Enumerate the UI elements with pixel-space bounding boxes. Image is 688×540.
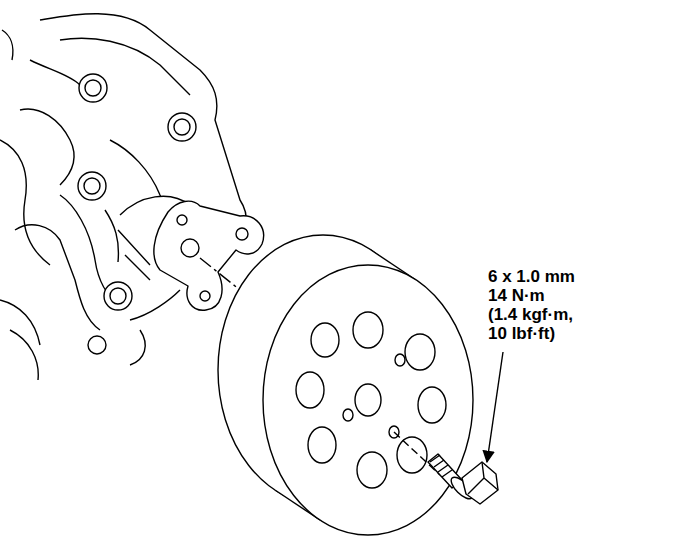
torque-spec: 6 x 1.0 mm [488,267,575,286]
pulley-holes [296,312,446,488]
torque-spec: (1.4 kgf·m, [488,305,573,324]
torque-spec: 10 lbf·ft) [488,324,555,343]
leader-line [487,352,503,462]
pulley [218,235,473,535]
engine-block [0,14,246,380]
torque-spec: 14 N·m [488,286,545,305]
